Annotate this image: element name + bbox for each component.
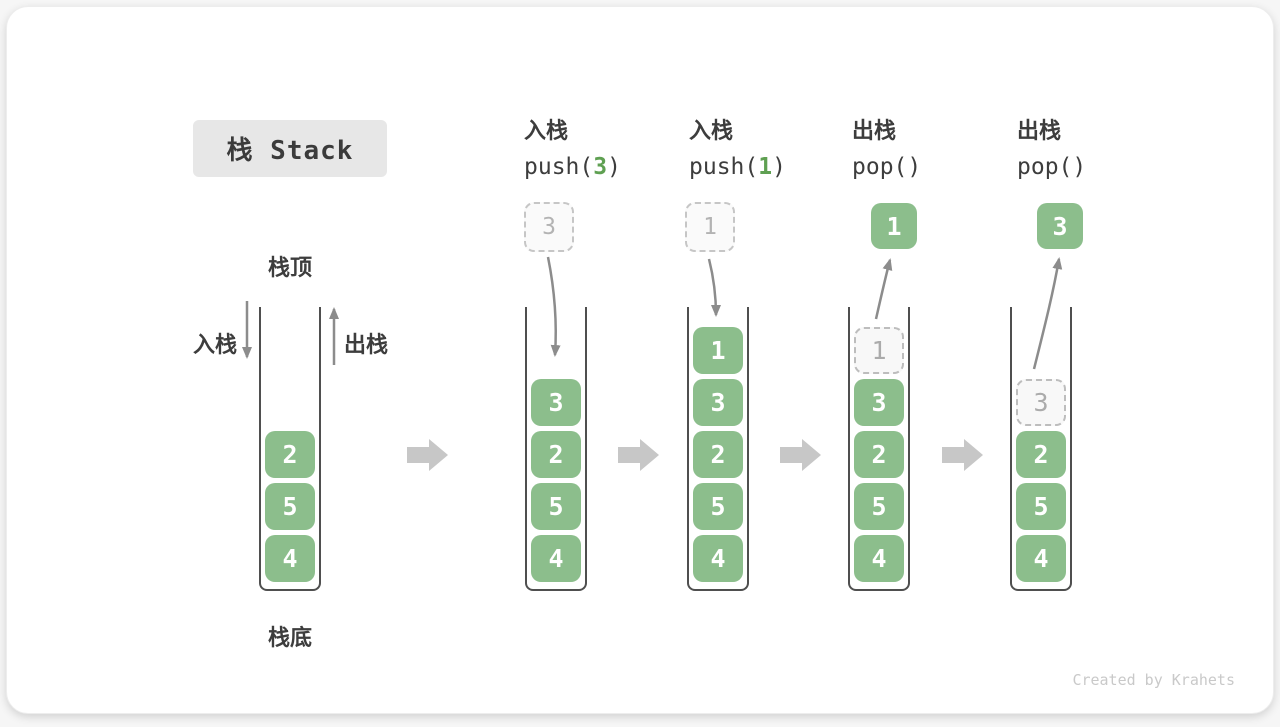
stack-bottom-label: 栈底 [267, 626, 312, 651]
operation-code-label: pop() [852, 154, 921, 180]
stack-element-value: 2 [282, 440, 298, 469]
stack-state-initial: 2 5 4 [259, 307, 321, 591]
incoming-value: 1 [703, 214, 717, 240]
stack-element-value: 5 [548, 492, 564, 521]
code-suffix: ) [607, 154, 621, 180]
removed-element-ghost: 3 [1016, 379, 1066, 426]
pop-side-label: 出栈 [344, 333, 389, 358]
stack-element: 5 [265, 483, 315, 530]
incoming-value-block: 3 [524, 202, 574, 252]
operation-pop-second: 出栈 pop() [1017, 113, 1086, 180]
operation-code-label: push(1) [689, 154, 786, 180]
code-suffix: ) [1072, 154, 1087, 180]
stack-element-value: 3 [548, 388, 564, 417]
popped-value: 1 [886, 211, 902, 241]
stack-element: 4 [854, 535, 904, 582]
push-side-label: 入栈 [192, 333, 237, 358]
stack-element-value: 4 [710, 544, 726, 573]
diagram-card: 栈 Stack 栈顶 入栈 出栈 栈底 入栈 push(3) 入栈 push(1… [6, 6, 1274, 714]
transition-arrow-icon [942, 439, 983, 471]
stack-element-value: 2 [871, 440, 887, 469]
popped-value-block: 3 [1037, 203, 1083, 249]
popped-value-block: 1 [871, 203, 917, 249]
stack-element-value: 5 [1033, 492, 1049, 521]
stack-element-value: 1 [710, 336, 726, 365]
transition-arrow-icon [407, 439, 448, 471]
operation-action-label: 出栈 [852, 119, 897, 144]
stack-element: 5 [693, 483, 743, 530]
operation-push-3: 入栈 push(3) [524, 113, 621, 180]
code-prefix: pop( [852, 154, 908, 180]
stack-element: 5 [1016, 483, 1066, 530]
code-prefix: pop( [1017, 154, 1073, 180]
stack-element-value: 2 [548, 440, 564, 469]
operation-action-label: 入栈 [689, 119, 734, 144]
incoming-value: 3 [542, 214, 556, 240]
stack-element: 2 [531, 431, 581, 478]
removed-element-ghost: 1 [854, 327, 904, 374]
transition-arrow-icon [618, 439, 659, 471]
stack-element: 2 [1016, 431, 1066, 478]
stack-element: 2 [265, 431, 315, 478]
stack-element: 5 [531, 483, 581, 530]
stack-element-value: 3 [710, 388, 726, 417]
diagram-title: 栈 Stack [193, 120, 387, 177]
stack-element-value: 5 [871, 492, 887, 521]
stack-element: 4 [693, 535, 743, 582]
transition-arrow-icon [780, 439, 821, 471]
diagram-title-text: 栈 Stack [226, 136, 354, 166]
stack-element: 4 [1016, 535, 1066, 582]
stack-element-value: 5 [710, 492, 726, 521]
stack-element-value: 2 [1033, 440, 1049, 469]
code-prefix: push( [689, 154, 759, 180]
operation-code-label: push(3) [524, 154, 621, 180]
stack-element: 3 [531, 379, 581, 426]
code-argument: 3 [593, 154, 608, 180]
stack-element-value: 4 [282, 544, 298, 573]
stack-element-value: 4 [548, 544, 564, 573]
stack-element: 2 [854, 431, 904, 478]
code-argument: 1 [758, 154, 773, 180]
stack-element-value: 2 [710, 440, 726, 469]
operation-pop-first: 出栈 pop() [852, 113, 921, 180]
stack-element: 5 [854, 483, 904, 530]
ghost-value: 1 [871, 336, 887, 365]
operation-push-1: 入栈 push(1) [689, 113, 786, 180]
arrows-overlay [242, 256, 1063, 471]
stack-element: 3 [854, 379, 904, 426]
incoming-value-block: 1 [685, 202, 735, 252]
code-suffix: ) [907, 154, 922, 180]
code-suffix: ) [772, 154, 786, 180]
stack-element-value: 4 [871, 544, 887, 573]
stack-top-label: 栈顶 [267, 256, 312, 281]
stack-state-after-push-1: 1 3 2 5 4 [687, 307, 749, 591]
stack-element: 2 [693, 431, 743, 478]
stack-element-value: 3 [871, 388, 887, 417]
stack-element-value: 4 [1033, 544, 1049, 573]
stack-state-after-push-3: 3 2 5 4 [525, 307, 587, 591]
stack-element: 1 [693, 327, 743, 374]
operation-code-label: pop() [1017, 154, 1086, 180]
watermark-credit: Created by Krahets [1072, 671, 1235, 689]
ghost-value: 3 [1033, 388, 1049, 417]
stack-element: 3 [693, 379, 743, 426]
stack-state-after-pop-1: 1 3 2 5 4 [848, 307, 910, 591]
stack-state-after-pop-3: 3 2 5 4 [1010, 307, 1072, 591]
popped-value: 3 [1052, 211, 1068, 241]
stack-element: 4 [265, 535, 315, 582]
code-prefix: push( [524, 154, 594, 180]
operation-action-label: 入栈 [524, 119, 569, 144]
stack-element: 4 [531, 535, 581, 582]
operation-action-label: 出栈 [1017, 119, 1062, 144]
stack-element-value: 5 [282, 492, 298, 521]
